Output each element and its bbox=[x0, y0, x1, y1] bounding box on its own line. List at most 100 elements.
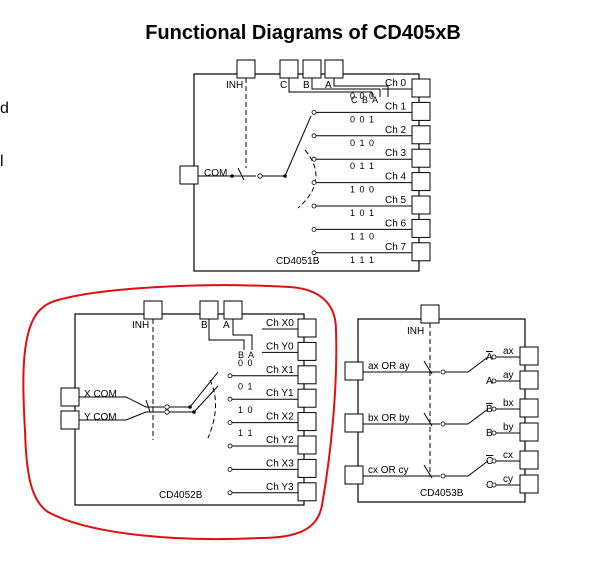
cd4051b-channel-code: 0 1 0 bbox=[350, 138, 375, 148]
cd4053b-output-label: cy bbox=[503, 474, 513, 485]
cd4051b-channel-label: Ch 7 bbox=[385, 242, 407, 253]
cd4053b-output-label: by bbox=[503, 422, 514, 433]
cd4053b-input-pin bbox=[344, 465, 364, 485]
cd4051b-inh-label: INH bbox=[226, 80, 243, 91]
cd4053b-wiper-arrow bbox=[423, 464, 433, 479]
cd4051b-com-contact bbox=[257, 173, 263, 179]
cd4053b-output-contact bbox=[491, 458, 497, 464]
cd4052b-select-a-pin bbox=[223, 300, 243, 320]
cd4053b-output-contact bbox=[491, 378, 497, 384]
cd4053b-input-contact bbox=[440, 473, 446, 479]
cd4052b-x-com-wire bbox=[79, 396, 164, 408]
cd4051b-channel-pin bbox=[411, 218, 431, 238]
cd4053b-wiper bbox=[445, 356, 489, 373]
cd4051b-select-a-label: A bbox=[325, 80, 332, 91]
cd4051b-channel-label: Ch 0 bbox=[385, 78, 407, 89]
cd4052b-x-com-pin bbox=[60, 387, 80, 407]
cd4053b-wiper-arrow bbox=[423, 412, 433, 427]
cd4053b-output-contact bbox=[491, 406, 497, 412]
cd4052b-channel-contact bbox=[227, 373, 233, 379]
cd4051b-channel-contact bbox=[311, 250, 317, 256]
cd4053b-output-pin bbox=[519, 450, 539, 470]
cd4052b-x-contact bbox=[164, 404, 170, 410]
cd4051b-select-b-pin bbox=[302, 59, 322, 79]
cd4051b-channel-label: Ch 6 bbox=[385, 218, 407, 229]
cd4052b-y-com-label: Y COM bbox=[84, 412, 117, 423]
cd4052b-channel-pin bbox=[297, 435, 317, 455]
cd4053b-inh-label: INH bbox=[407, 326, 424, 337]
cd4052b-channel-label: Ch Y0 bbox=[266, 341, 294, 352]
cd4053b-output-label: bx bbox=[503, 398, 514, 409]
cd4052b-y-pivot bbox=[192, 410, 196, 414]
cd4052b-select-wire-a bbox=[232, 319, 253, 350]
cd4052b-y-com-pin bbox=[60, 410, 80, 430]
cd4051b-select-wire-c bbox=[288, 78, 373, 97]
cd4053b-wiper-arrow bbox=[423, 360, 433, 375]
cd4053b-wiper bbox=[445, 408, 489, 425]
cd4053b-output-pin bbox=[519, 474, 539, 494]
cd4051b-channel-contact bbox=[311, 180, 317, 186]
cd4051b-body bbox=[193, 73, 420, 272]
cd4052b-channel-label: Ch X1 bbox=[266, 365, 294, 376]
cd4053b-output-pin bbox=[519, 346, 539, 366]
cd4051b-wiper bbox=[284, 115, 312, 177]
cd4051b-channel-pin bbox=[411, 78, 431, 98]
cd4053b-output-pin bbox=[519, 370, 539, 390]
cd4051b-channel-label: Ch 3 bbox=[385, 148, 407, 159]
cd4051b-inh-pin bbox=[236, 59, 256, 79]
cd4052b-body bbox=[74, 313, 305, 506]
cd4051b-com-junction bbox=[230, 174, 234, 178]
cd4052b-channel-contact bbox=[227, 396, 233, 402]
cd4051b-com-pin bbox=[179, 165, 199, 185]
cd4052b-channel-label: Ch Y3 bbox=[266, 482, 294, 493]
cd4052b-channel-code: 0 1 bbox=[238, 381, 254, 391]
cd4052b-channel-code: 1 1 bbox=[238, 428, 254, 438]
cd4052b-channel-label: Ch Y1 bbox=[266, 388, 294, 399]
cd4052b-select-b-label: B bbox=[201, 320, 208, 331]
cropped-text-fragment: l bbox=[0, 153, 4, 170]
cd4051b-channel-code: 1 1 1 bbox=[350, 255, 375, 265]
cd4051b-channel-label: Ch 5 bbox=[385, 195, 407, 206]
cd4051b-select-wire-b bbox=[311, 78, 381, 97]
cd4051b-channel-code: 0 0 1 bbox=[350, 114, 375, 124]
cd4052b-select-wire-b bbox=[208, 319, 245, 350]
cd4051b-channel-pin bbox=[411, 242, 431, 262]
cd4053b-output-pin bbox=[519, 398, 539, 418]
cd4053b-input-pin bbox=[344, 413, 364, 433]
cd4051b-channel-pin bbox=[411, 125, 431, 145]
cd4052b-channel-contact bbox=[227, 466, 233, 472]
page-title: Functional Diagrams of CD405xB bbox=[145, 22, 461, 44]
cd4053b-output-contact bbox=[491, 482, 497, 488]
cd4051b-channel-code: 1 0 0 bbox=[350, 185, 375, 195]
cd4051b-select-c-pin bbox=[279, 59, 299, 79]
cd4052b-inh-pin bbox=[143, 300, 163, 320]
cd4052b-channel-contact bbox=[227, 420, 233, 426]
cd4051b-select-wire-a bbox=[333, 78, 389, 97]
cd4051b-channel-code: 0 1 1 bbox=[350, 161, 375, 171]
cropped-text-fragment: d bbox=[0, 100, 9, 117]
cd4051b-channel-label: Ch 2 bbox=[385, 125, 407, 136]
cd4053b-select-label: A bbox=[486, 352, 493, 363]
cd4052b-y-contact bbox=[164, 409, 170, 415]
cd4052b-x-pivot bbox=[188, 405, 192, 409]
cd4052b-rotation-arc bbox=[207, 379, 216, 439]
cd4051b-channel-code: 1 0 1 bbox=[350, 208, 375, 218]
cd4051b-channel-contact bbox=[311, 133, 317, 139]
cd4053b-output-label: ay bbox=[503, 370, 514, 381]
cd4052b-inh-label: INH bbox=[132, 320, 149, 331]
cd4053b-input-contact bbox=[440, 421, 446, 427]
cd4053b-input-label: ax OR ay bbox=[368, 361, 410, 372]
cd4053b-select-label: B bbox=[486, 404, 493, 415]
cd4051b-channel-pin bbox=[411, 148, 431, 168]
cd4052b-diagram: INH B A B A X COM Y COM CD4052B Ch X0Ch … bbox=[60, 300, 317, 506]
cd4051b-wiper-arrow bbox=[237, 167, 245, 181]
cd4053b-output-label: ax bbox=[503, 346, 514, 357]
cd4053b-inh-pin bbox=[420, 304, 440, 324]
cd4052b-part-label: CD4052B bbox=[159, 490, 203, 501]
cd4053b-select-label: A bbox=[486, 376, 493, 387]
cd4051b-channel-label: Ch 4 bbox=[385, 172, 407, 183]
cd4051b-code-header: C B A bbox=[351, 95, 379, 105]
